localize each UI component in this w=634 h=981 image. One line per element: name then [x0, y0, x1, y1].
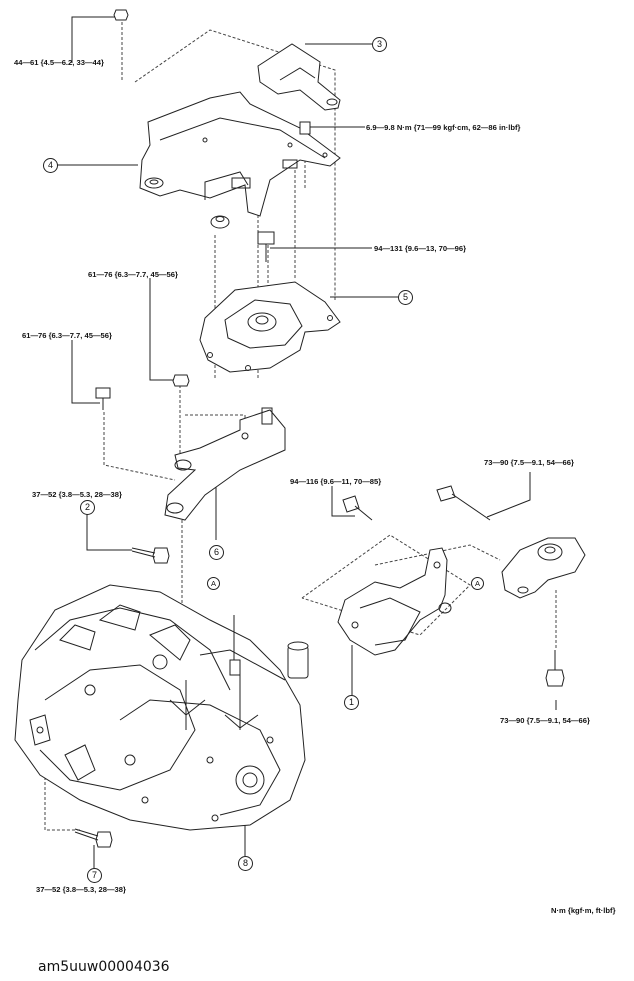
- torque-label: 6.9—9.8 N·m {71—99 kgf·cm, 62—86 in·lbf}: [366, 123, 521, 132]
- transaxle-assembly: [14, 584, 309, 831]
- no1-engine-mount: [337, 547, 452, 656]
- transaxle-mount-upper: [199, 281, 341, 373]
- torque-label: 94—131 {9.6—13, 70—96}: [374, 244, 467, 253]
- part-callout-7: 7: [87, 868, 102, 883]
- torque-label: 37—52 {3.8—5.3, 28—38}: [32, 490, 122, 499]
- part-callout-1: 1: [344, 695, 359, 710]
- reference-marker-a: A: [207, 577, 220, 590]
- part-callout-2: 2: [80, 500, 95, 515]
- part-callout-5: 5: [398, 290, 413, 305]
- no3-engine-mount: [501, 537, 586, 599]
- torque-label: 61—76 {6.3—7.7, 45—56}: [88, 270, 178, 279]
- torque-label: 44—61 {4.5—6.2, 33—44}: [14, 58, 104, 67]
- transaxle-bracket: [164, 407, 286, 521]
- part-callout-8: 8: [238, 856, 253, 871]
- reference-marker-a: A: [471, 577, 484, 590]
- part-callout-3: 3: [372, 37, 387, 52]
- torque-label: 37—52 {3.8—5.3, 28—38}: [36, 885, 126, 894]
- image-identifier: am5uuw00004036: [38, 959, 170, 975]
- upper-stop-plate: [257, 43, 341, 111]
- torque-unit-label: N·m {kgf·m, ft·lbf}: [551, 906, 616, 915]
- torque-label: 94—116 {9.6—11, 70—85}: [290, 477, 382, 486]
- fasteners: [74, 9, 565, 848]
- upper-bracket: [139, 91, 341, 229]
- torque-label: 73—90 {7.5—9.1, 54—66}: [484, 458, 574, 467]
- leader-lines: [57, 16, 557, 868]
- torque-label: 61—76 {6.3—7.7, 45—56}: [22, 331, 112, 340]
- torque-label: 73—90 {7.5—9.1, 54—66}: [500, 716, 590, 725]
- part-callout-6: 6: [209, 545, 224, 560]
- part-callout-4: 4: [43, 158, 58, 173]
